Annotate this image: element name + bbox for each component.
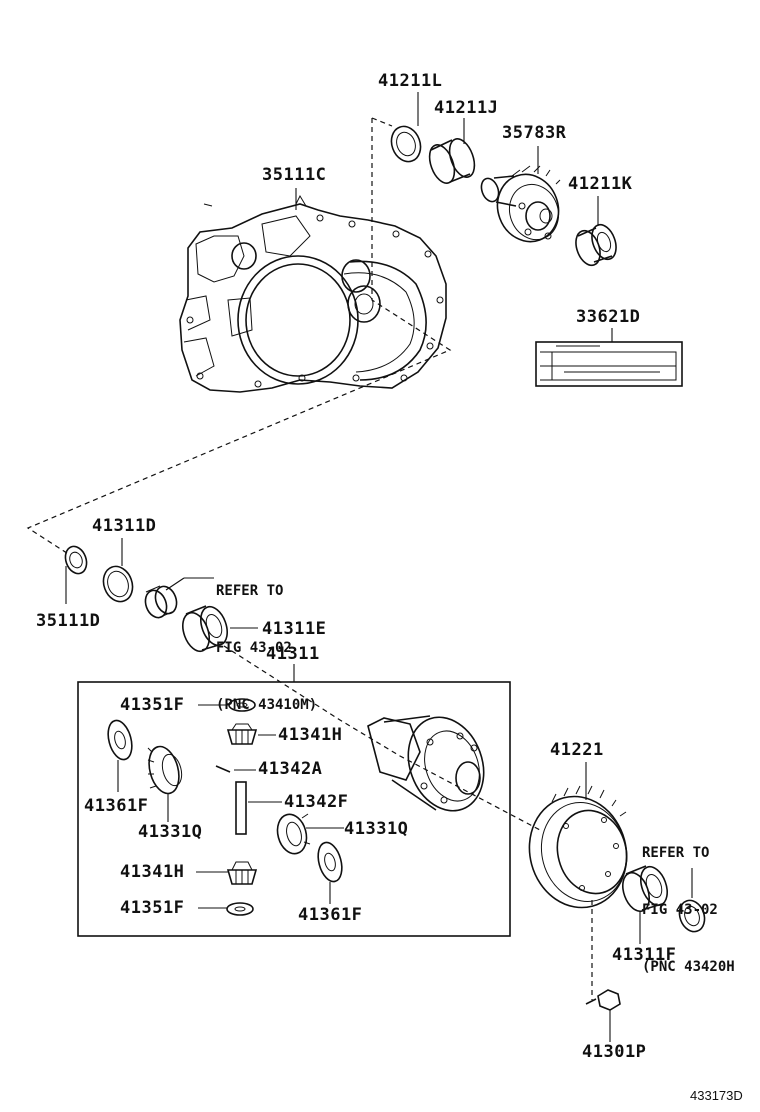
part-label-41341H-bottom: 41341H — [120, 862, 185, 882]
part-label-35111D: 35111D — [36, 611, 101, 631]
part-label-35783R: 35783R — [502, 123, 567, 143]
part-label-33621D: 33621D — [576, 307, 641, 327]
refer-note-1-line-1: REFER TO — [216, 583, 284, 599]
bearing-41211K-drawing — [575, 223, 617, 267]
part-label-41342A: 41342A — [258, 759, 323, 779]
oil-seal-refer2-drawing — [678, 899, 706, 933]
washer-bottom-drawing — [226, 902, 254, 916]
oil-seal-refer1-drawing — [144, 585, 178, 619]
part-label-41311: 41311 — [266, 644, 320, 664]
refer-note-2-line-3: (PNC 43420H — [642, 959, 735, 975]
refer-note-2-line-1: REFER TO — [642, 845, 710, 861]
shim-41311D-drawing — [102, 565, 134, 603]
part-label-41331Q-left: 41331Q — [138, 822, 203, 842]
figure-id: 433173D — [690, 1088, 743, 1103]
part-label-41311F: 41311F — [612, 945, 677, 965]
part-label-41351F-top: 41351F — [120, 695, 185, 715]
pin-drawing — [215, 765, 231, 773]
part-label-41331Q-right: 41331Q — [344, 819, 409, 839]
shaft-drawing — [235, 781, 247, 835]
side-gear-right-drawing — [276, 813, 312, 855]
part-label-41211K: 41211K — [568, 174, 633, 194]
bolt-41301P-drawing — [585, 989, 621, 1011]
bearing-41311F-drawing — [622, 865, 668, 913]
gear-35783R-drawing — [480, 165, 561, 243]
part-label-41301P: 41301P — [582, 1042, 647, 1062]
differential-case-drawing — [367, 715, 485, 812]
seal-35111D-drawing — [64, 545, 88, 575]
refer-note-1-line-2: FIG 43-02 — [216, 640, 292, 656]
part-label-41221: 41221 — [550, 740, 604, 760]
pinion-gear-bottom-drawing — [226, 861, 258, 885]
refer-note-2-line-2: FIG 43-02 — [642, 902, 718, 918]
side-gear-left-drawing — [147, 745, 183, 795]
part-label-41211L: 41211L — [378, 71, 443, 91]
refer-note-1: REFER TO FIG 43-02 (PNC 43410M) — [216, 544, 317, 734]
part-label-41311E: 41311E — [262, 619, 327, 639]
thrust-washer-right-drawing — [317, 841, 343, 883]
part-label-41342F: 41342F — [284, 792, 349, 812]
part-label-41311D: 41311D — [92, 516, 157, 536]
ring-gear-drawing — [528, 785, 628, 909]
part-label-41361F-right: 41361F — [298, 905, 363, 925]
part-label-41211J: 41211J — [434, 98, 499, 118]
part-label-41351F-bottom: 41351F — [120, 898, 185, 918]
pinion-gear-top-drawing — [226, 723, 258, 745]
part-label-41341H-top: 41341H — [278, 725, 343, 745]
leader-lines — [65, 92, 693, 1042]
thrust-washer-left-drawing — [107, 719, 133, 761]
transaxle-case-drawing — [179, 194, 447, 393]
bearing-41311E-drawing — [182, 605, 228, 653]
part-label-35111C: 35111C — [262, 165, 327, 185]
refer-note-1-line-3: (PNC 43410M) — [216, 697, 318, 713]
part-label-41361F-left: 41361F — [84, 796, 149, 816]
label-plate-33621D-drawing — [535, 341, 683, 387]
refer-note-2: REFER TO FIG 43-02 (PNC 43420H — [642, 806, 735, 996]
seal-41211L-drawing — [390, 125, 422, 163]
bearing-41211J-drawing — [428, 138, 476, 184]
